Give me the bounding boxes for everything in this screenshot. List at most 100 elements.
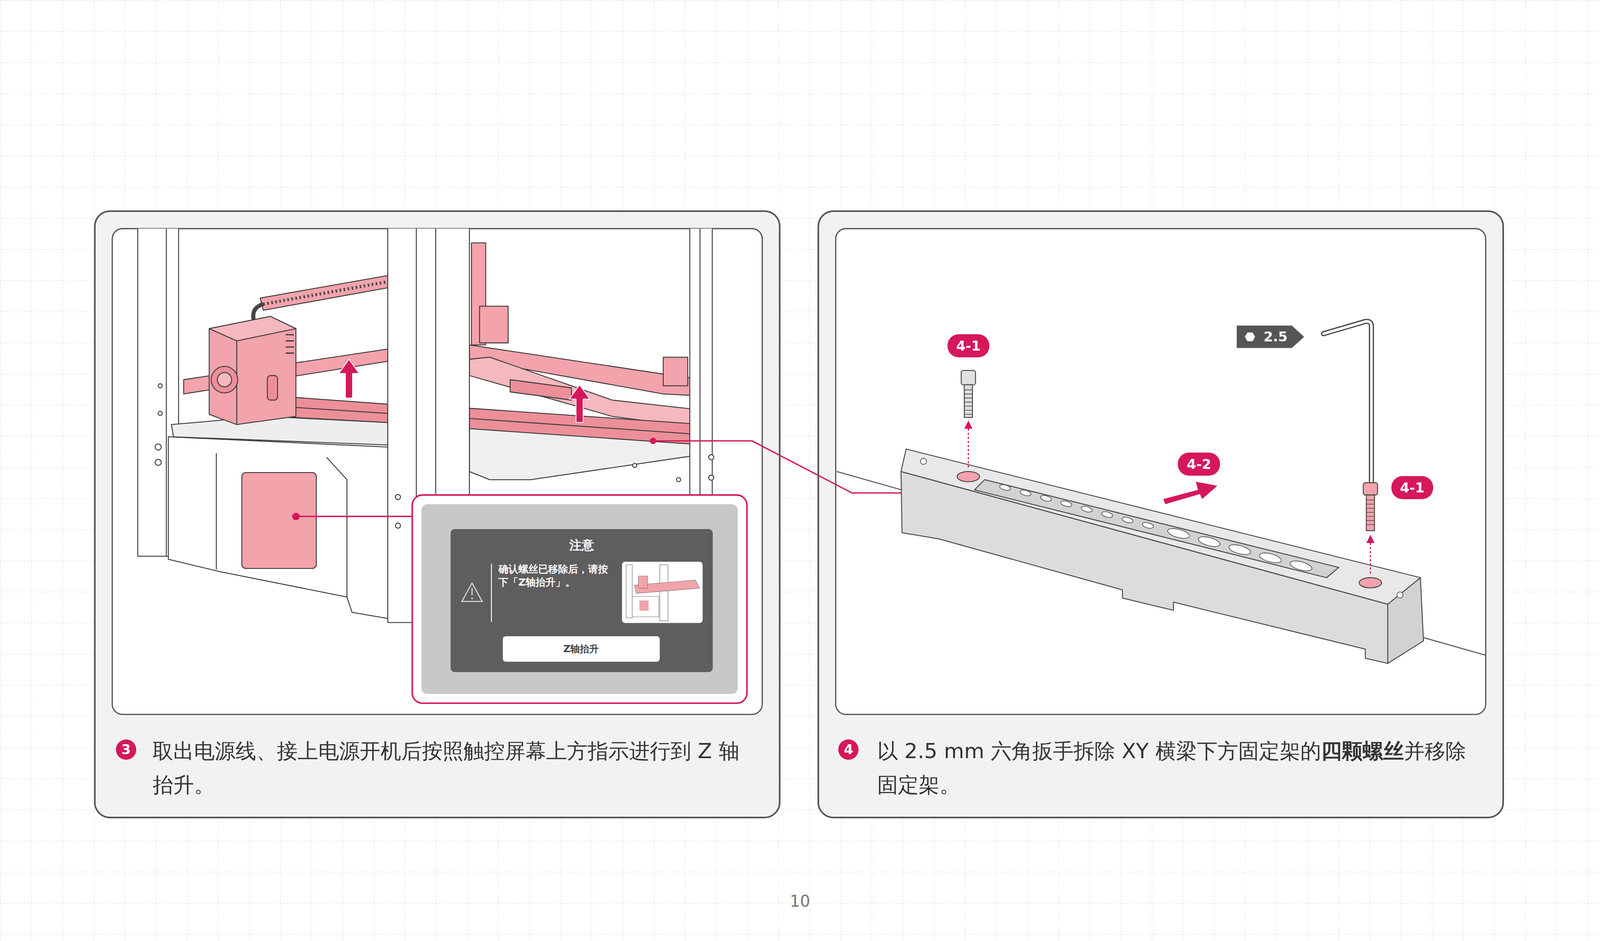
- dialog-decoration: [621, 561, 703, 624]
- bracket-illustration: [1197, 534, 1222, 549]
- dialog-button: Z轴抬升: [502, 636, 660, 662]
- dialog-decoration: [621, 561, 703, 624]
- printer-illustration: [154, 459, 161, 466]
- bracket-illustration: [964, 390, 973, 415]
- bracket-illustration: [1369, 541, 1371, 574]
- dialog-decoration: [639, 600, 649, 611]
- printer-illustration: [338, 359, 359, 399]
- bracket-illustration: [1039, 494, 1053, 503]
- printer-illustration: [260, 275, 388, 311]
- printer-illustration: [632, 463, 637, 468]
- bracket-illustration: [1166, 526, 1191, 541]
- printer-illustration: [708, 475, 714, 481]
- dialog-decoration: [490, 563, 493, 622]
- printer-illustration: [267, 375, 278, 400]
- button-label: Z轴抬升: [563, 643, 599, 655]
- bracket-illustration: [961, 370, 976, 385]
- printer-illustration: [217, 372, 232, 387]
- printer-illustration: [469, 408, 704, 446]
- printer-illustration: [510, 379, 572, 400]
- bracket-illustration: [1141, 521, 1155, 530]
- callout-number: 4-1: [947, 334, 990, 358]
- bracket-illustration: [974, 479, 1339, 578]
- printer-illustration: [165, 228, 167, 557]
- bracket-illustration: [1359, 577, 1382, 589]
- printer-illustration: [211, 366, 238, 394]
- printer-illustration: [708, 454, 714, 460]
- panel-ground: [817, 210, 1505, 819]
- bracket-illustration: [1258, 550, 1283, 565]
- printer-illustration: [215, 452, 217, 570]
- dialog-decoration: [659, 564, 668, 622]
- tool-size-badge: [1245, 332, 1256, 342]
- printer-illustration: [395, 494, 401, 500]
- printer-illustration: [569, 384, 590, 423]
- instruction-text: 以 2.5 mm 六角扳手拆除 XY 横梁下方固定架的: [877, 739, 1322, 763]
- bracket-illustration: [1101, 510, 1114, 519]
- leader-line: [650, 438, 656, 444]
- bracket-illustration: [901, 449, 1421, 604]
- screen-inset: [412, 494, 748, 704]
- bracket-illustration: [1121, 515, 1134, 524]
- bracket-illustration: [1323, 321, 1372, 483]
- bracket-illustration: [1289, 558, 1314, 573]
- step-number: 3: [115, 739, 137, 760]
- step-number-text: 4: [843, 742, 854, 757]
- dialog-decoration: [625, 564, 632, 618]
- bracket-illustration: [1060, 500, 1073, 508]
- step-panel: 取出电源线、接上电源开机后按照触控屏幕上方指示进行到 Z 轴抬升。注意确认螺丝已…: [94, 210, 781, 819]
- screen-inset: [412, 494, 748, 704]
- callout-number: 4-1: [1391, 476, 1434, 500]
- step-number-text: 3: [121, 742, 132, 757]
- printer-illustration: [285, 334, 294, 353]
- bracket-illustration: [920, 458, 1403, 599]
- printer-illustration: [676, 477, 681, 482]
- printer-illustration: [469, 418, 704, 435]
- tool-size-badge: [1236, 325, 1304, 348]
- page-number: 10: [790, 892, 811, 910]
- bracket-illustration: [1366, 534, 1375, 543]
- printer-illustration: [154, 443, 161, 450]
- leader-line: [296, 515, 413, 518]
- screen-inset: [421, 504, 738, 695]
- bracket-illustration: [901, 471, 1389, 664]
- bracket-illustration: [1366, 500, 1375, 525]
- printer-illustration: [663, 357, 688, 387]
- printer-illustration: [263, 281, 388, 304]
- panel-ground: [835, 228, 1487, 715]
- panel-ground: [94, 210, 1505, 819]
- dialog-decoration: [632, 596, 659, 617]
- dialog-decoration: [638, 576, 648, 589]
- dialog-decoration: [471, 597, 473, 600]
- bracket-illustration: [920, 458, 927, 465]
- bracket-illustration: [1323, 321, 1372, 483]
- bracket-illustration: [1363, 482, 1378, 496]
- bracket-illustration: [1163, 481, 1218, 504]
- bracket-illustration: [956, 471, 980, 483]
- bracket-illustration: [964, 420, 973, 429]
- printer-illustration: [158, 383, 163, 388]
- printer-illustration: [158, 411, 163, 416]
- printer-illustration: [209, 316, 297, 425]
- step-panel: 以 2.5 mm 六角扳手拆除 XY 横梁下方固定架的四颗螺丝并移除固定架。 4: [817, 210, 1505, 819]
- bracket-illustration: [967, 426, 969, 468]
- bracket-illustration: [999, 483, 1012, 492]
- tool-size-badge: [1236, 325, 1304, 348]
- emphasis-text: 四颗螺丝: [1321, 739, 1404, 763]
- instruction-text: 取出电源线、接上电源开机后按照触控屏幕上方指示进行到 Z 轴抬升。: [152, 739, 740, 797]
- bracket-illustration: [1019, 489, 1032, 498]
- bracket-illustration: [964, 384, 973, 418]
- bracket-illustration: [836, 321, 1486, 664]
- printer-illustration: [168, 436, 389, 619]
- step-instruction: 以 2.5 mm 六角扳手拆除 XY 横梁下方固定架的四颗螺丝并移除固定架。: [877, 734, 1480, 802]
- leader-line: [292, 438, 922, 520]
- tool-size: 2.5: [1263, 328, 1288, 345]
- dialog-title: 注意: [450, 537, 713, 554]
- bracket-illustration: [1396, 592, 1403, 599]
- printer-illustration: [395, 523, 401, 529]
- dialog-decoration: [461, 583, 483, 602]
- step-instruction: 取出电源线、接上电源开机后按照触控屏幕上方指示进行到 Z 轴抬升。: [152, 734, 755, 802]
